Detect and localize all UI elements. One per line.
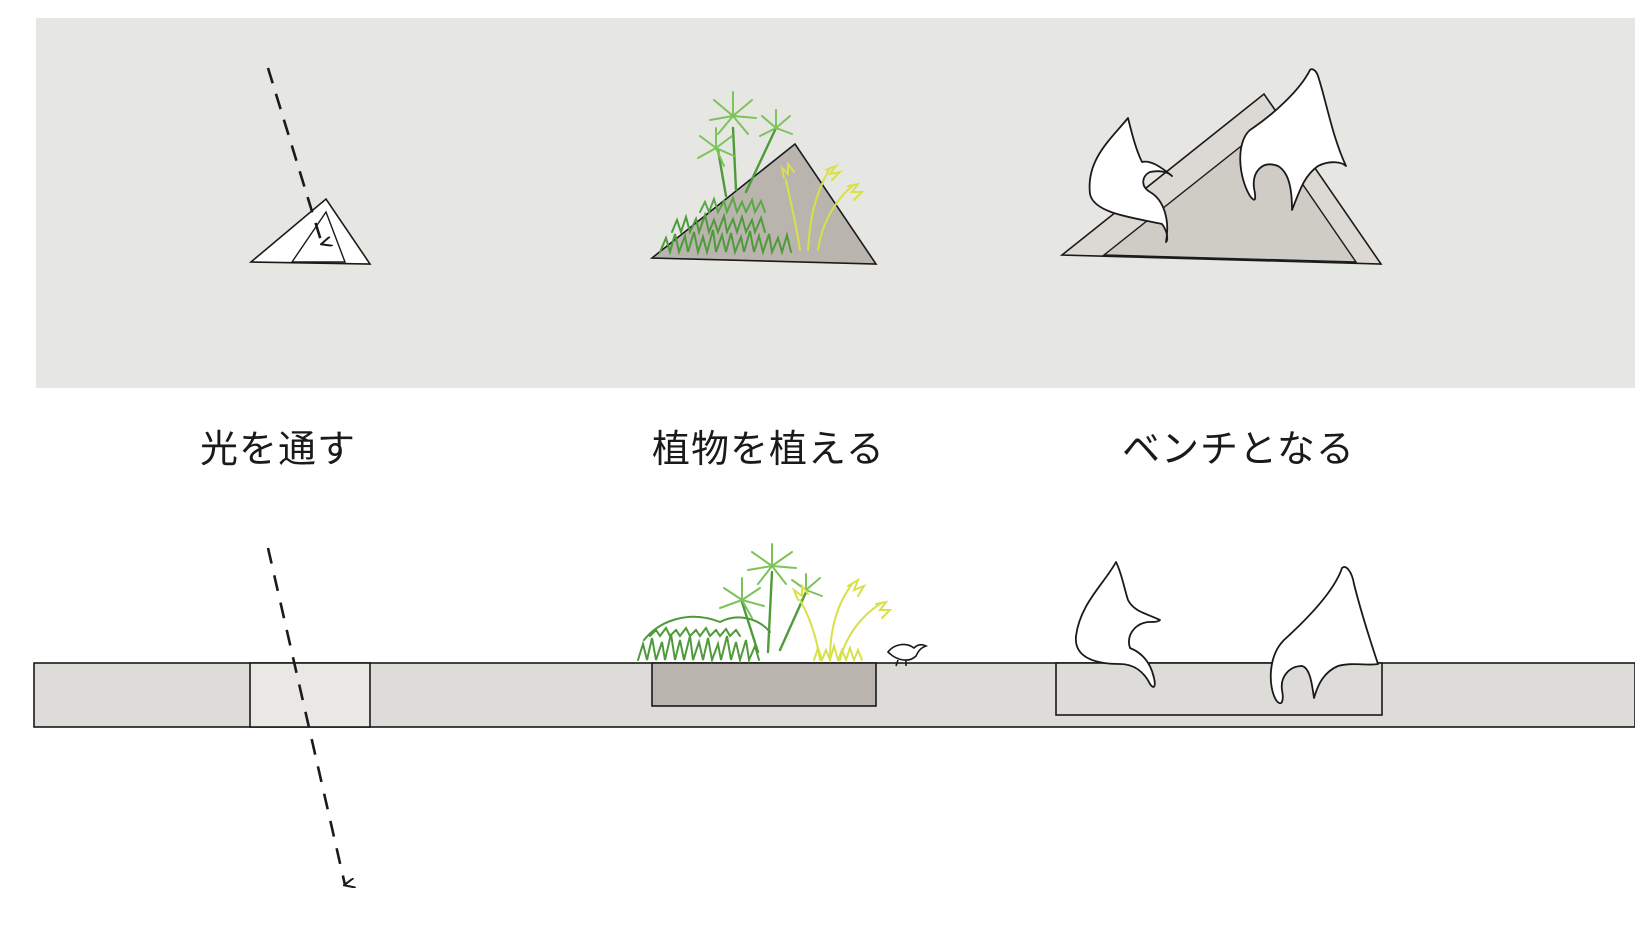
planter-section xyxy=(651,662,877,707)
caption-bench: ベンチとなる xyxy=(1122,427,1355,471)
caption-light-passage: 光を通す xyxy=(200,427,357,471)
plant-cluster-icon xyxy=(637,543,893,664)
bench-section xyxy=(1055,662,1383,716)
inner-triangle-line xyxy=(290,210,347,263)
caption-planting: 植物を植える xyxy=(652,427,885,471)
bird-icon xyxy=(886,643,929,667)
light-arrow-icon xyxy=(266,67,322,244)
seated-figure-icon xyxy=(1075,561,1379,705)
section-view xyxy=(33,547,1635,885)
light-arrow-icon xyxy=(266,547,345,885)
slab-opening xyxy=(249,662,371,728)
planter-plan xyxy=(649,91,878,265)
light-opening-plan xyxy=(248,67,372,265)
plant-cluster-icon xyxy=(659,91,865,256)
bench-plan xyxy=(1059,68,1383,265)
seated-figure-icon xyxy=(1088,68,1347,243)
